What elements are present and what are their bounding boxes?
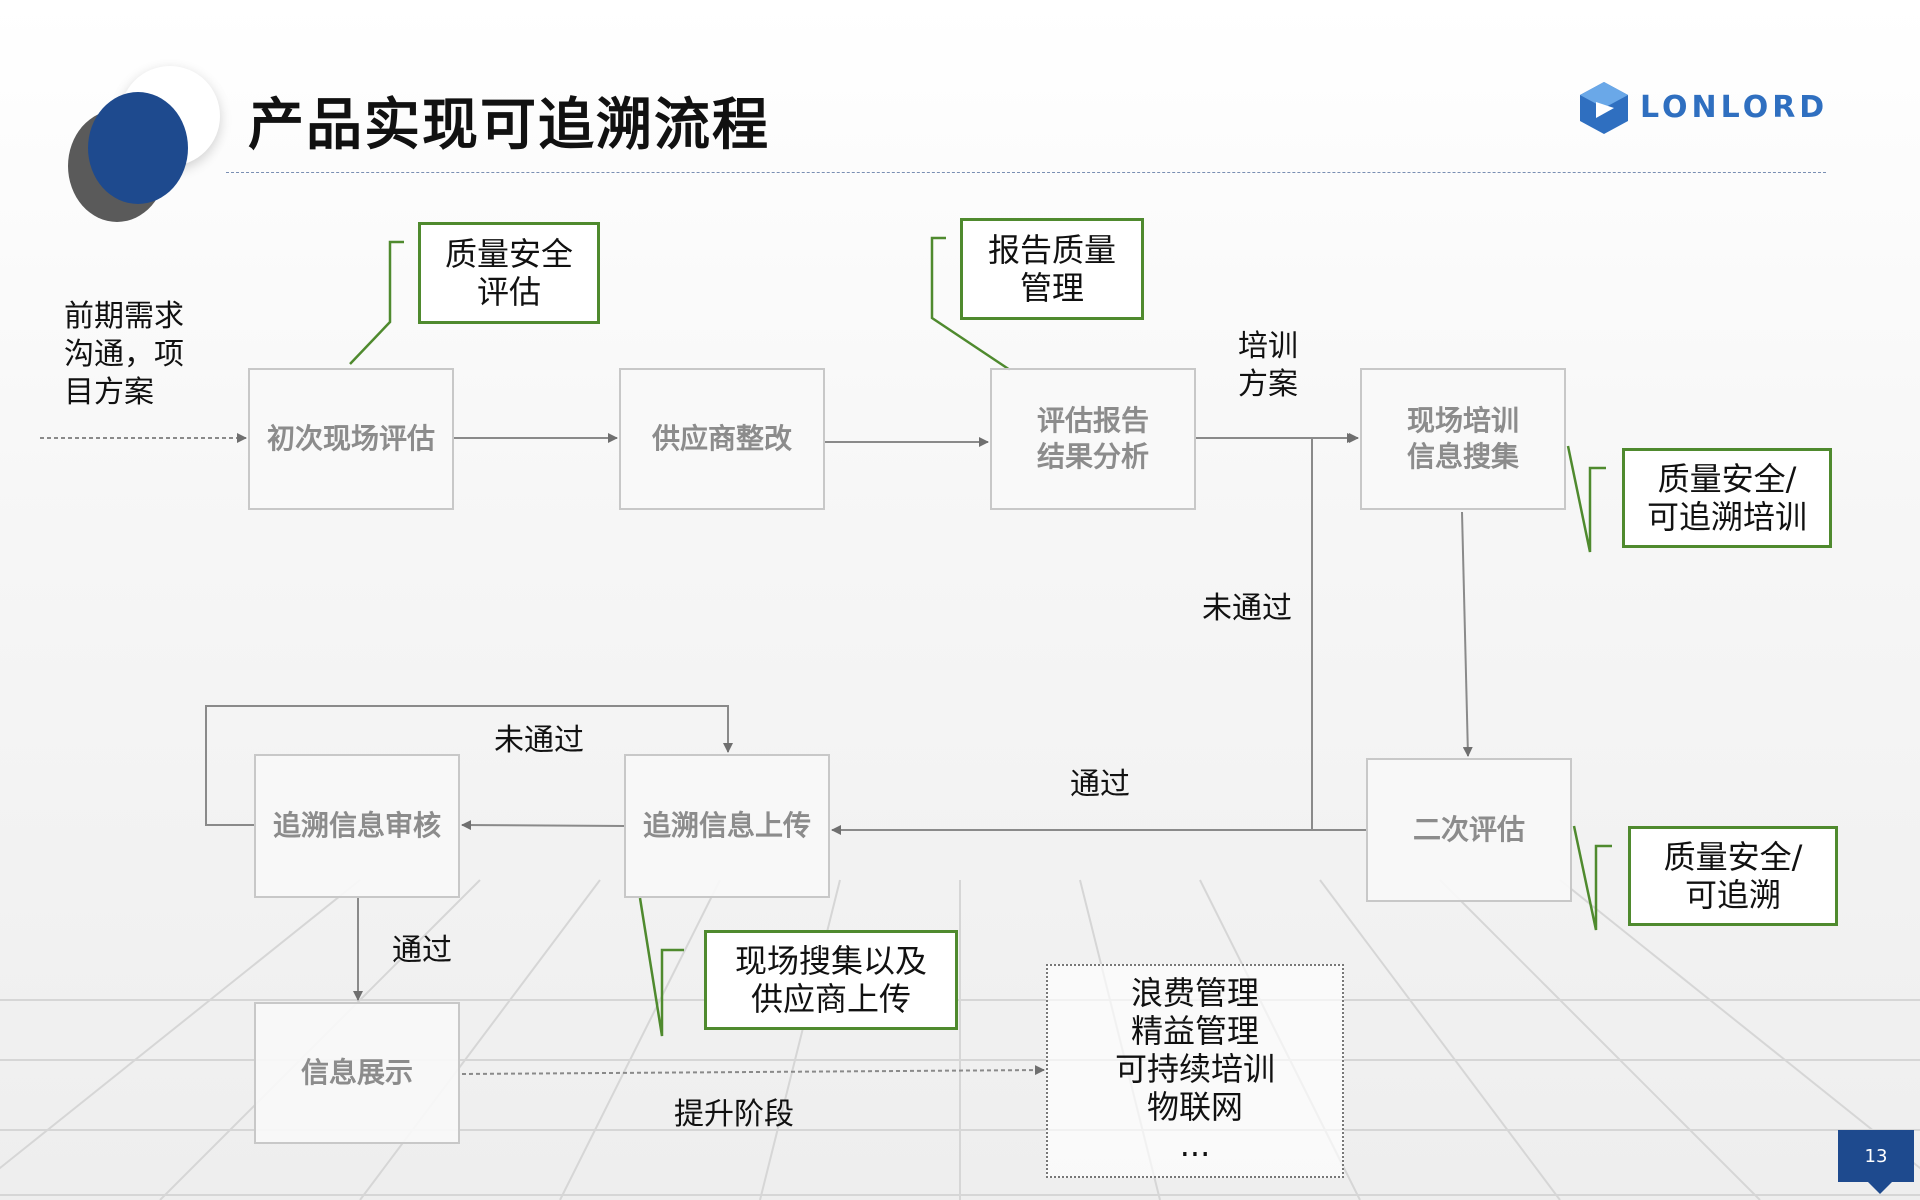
- arrow-display-to-improve: [461, 1065, 1045, 1076]
- label-passed-left: 通过: [392, 933, 452, 968]
- label-training-plan: 培训 方案: [1238, 329, 1298, 402]
- arrow-training-to-second: [1461, 511, 1473, 757]
- note-quality-trace-training: 质量安全/ 可追溯培训: [1622, 448, 1832, 548]
- node-supplier-rectification: 供应商整改: [619, 368, 825, 510]
- node-trace-upload: 追溯信息上传: [624, 754, 830, 898]
- logo-mark-icon: [1580, 82, 1628, 134]
- title-divider: [226, 172, 1826, 173]
- arrow-upload-to-review: [461, 820, 625, 831]
- improvement-item: 物联网: [1146, 1088, 1243, 1126]
- node-training-info-collection: 现场培训 信息搜集: [1360, 368, 1566, 510]
- callout-quality-eval: [349, 240, 404, 365]
- page-title: 产品实现可追溯流程: [248, 92, 770, 158]
- note-onsite-supplier-upload: 现场搜集以及 供应商上传: [704, 930, 958, 1030]
- node-report-analysis: 评估报告 结果分析: [990, 368, 1196, 510]
- improvement-item: ...: [1179, 1126, 1211, 1164]
- callout-report-quality: [930, 236, 1011, 372]
- node-trace-review: 追溯信息审核: [254, 754, 460, 898]
- node-initial-onsite-eval: 初次现场评估: [248, 368, 454, 510]
- arrow-second-notpass-loop: [1311, 433, 1366, 831]
- callout-upload: [638, 897, 684, 1037]
- label-not-passed-right: 未通过: [1202, 591, 1292, 626]
- node-info-display: 信息展示: [254, 1002, 460, 1144]
- label-upgrade-stage: 提升阶段: [674, 1097, 794, 1132]
- company-logo: LONLORD: [1578, 80, 1828, 136]
- label-not-passed-left: 未通过: [494, 723, 584, 758]
- note-report-quality-management: 报告质量 管理: [960, 218, 1144, 320]
- improvement-box: 浪费管理 精益管理 可持续培训 物联网 ...: [1046, 964, 1344, 1178]
- note-quality-trace: 质量安全/ 可追溯: [1628, 826, 1838, 926]
- improvement-item: 浪费管理: [1130, 974, 1259, 1012]
- label-prelim-requirements: 前期需求 沟通，项 目方案: [64, 299, 184, 410]
- page-number: 13: [1838, 1130, 1914, 1182]
- label-passed-mid: 通过: [1070, 767, 1130, 802]
- callout-second: [1572, 825, 1612, 931]
- decorative-circle-blue: [88, 92, 188, 204]
- page-number-tail: [1868, 1182, 1892, 1194]
- callout-training: [1566, 445, 1606, 553]
- node-second-eval: 二次评估: [1366, 758, 1572, 902]
- improvement-item: 精益管理: [1130, 1012, 1259, 1050]
- note-quality-safety-eval: 质量安全 评估: [418, 222, 600, 324]
- improvement-item: 可持续培训: [1114, 1050, 1275, 1088]
- arrow-review-notpass-loop: [205, 705, 733, 826]
- logo-text: LONLORD: [1640, 90, 1829, 125]
